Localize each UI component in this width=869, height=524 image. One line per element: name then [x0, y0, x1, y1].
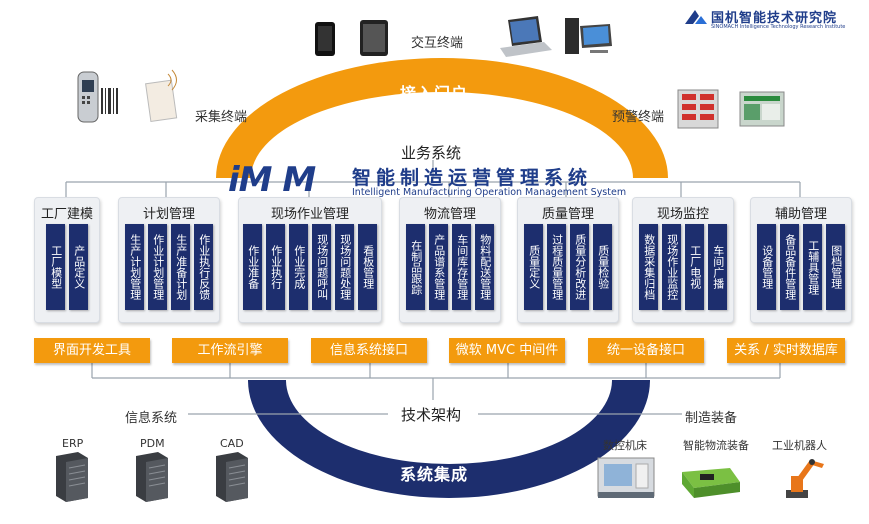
handheld-scanner-icon [77, 71, 99, 123]
label-interactive-terminal: 交互终端 [411, 36, 464, 51]
info-systems-label: 信息系统 [125, 411, 178, 426]
server-icon [216, 452, 248, 502]
submodule: 现场问题处理 [335, 224, 354, 310]
device-icons [77, 16, 785, 129]
tool-info-system-interface: 信息系统接口 [311, 338, 427, 363]
tool-mvc-middleware: 微软 MVC 中间件 [449, 338, 565, 363]
module-title: 现场作业管理 [270, 207, 349, 222]
submodule: 数据采集归档 [639, 224, 658, 310]
submodule: 作业执行反馈 [194, 224, 213, 310]
tablet-icon [360, 20, 388, 56]
cnc-machine-icon [597, 457, 655, 498]
brand-name-en: SINOMACH Intelligence Technology Researc… [711, 24, 846, 30]
submodule: 质量定义 [524, 224, 543, 310]
module-planning: 计划管理 生产计划管理 作业计划管理 生产准备计划 作业执行反馈 [118, 197, 220, 323]
product-name-en: Intelligent Manufacturing Operation Mana… [352, 187, 627, 198]
monitor-screen-icon [739, 91, 785, 127]
module-connector-lines [65, 160, 801, 415]
module-auxiliary: 辅助管理 设备管理 备品备件管理 工辅具管理 图档管理 [750, 197, 852, 323]
submodule: 质量检验 [593, 224, 612, 310]
submodule: 在制品跟踪 [406, 224, 425, 310]
product-name-cn: 智能制造运营管理系统 [352, 167, 593, 189]
laptop-icon [500, 16, 552, 57]
system-integration-label: 系统集成 [400, 465, 469, 484]
submodule: 产品谱系管理 [429, 224, 448, 310]
module-title: 辅助管理 [774, 207, 827, 222]
server-icon [136, 452, 168, 502]
submodule: 设备管理 [757, 224, 776, 310]
submodule: 备品备件管理 [780, 224, 799, 310]
submodule: 产品定义 [69, 224, 88, 310]
industrial-robot-icon [786, 459, 824, 498]
pdm-label: PDM [140, 437, 165, 450]
submodule: 作业准备 [243, 224, 262, 310]
submodule: 生产准备计划 [171, 224, 190, 310]
business-system-label: 业务系统 [401, 144, 462, 162]
submodule: 生产计划管理 [125, 224, 144, 310]
module-title: 物流管理 [423, 207, 476, 222]
submodule: 图档管理 [826, 224, 845, 310]
cnc-machine-label: 数控机床 [603, 439, 647, 452]
submodule: 质量分析改进 [570, 224, 589, 310]
submodule: 车间库存管理 [452, 224, 471, 310]
submodule: 物料配送管理 [475, 224, 494, 310]
submodule: 作业计划管理 [148, 224, 167, 310]
module-title: 现场监控 [656, 207, 709, 222]
led-display-board-icon [677, 89, 719, 129]
brand-mark-icon [685, 10, 707, 24]
label-warning-terminal: 预警终端 [612, 110, 665, 125]
module-title: 质量管理 [541, 207, 594, 222]
top-orange-arc [216, 58, 668, 178]
submodule: 工厂模型 [46, 224, 65, 310]
module-factory-modeling: 工厂建模 工厂模型 产品定义 [34, 197, 100, 323]
submodule: 车间广播 [708, 224, 727, 310]
submodule: 现场作业监控 [662, 224, 681, 310]
server-icon [56, 452, 88, 502]
erp-label: ERP [62, 437, 84, 450]
module-logistics: 物流管理 在制品跟踪 产品谱系管理 车间库存管理 物料配送管理 [399, 197, 501, 323]
barcode-icon [101, 88, 118, 114]
rfid-tag-icon [145, 69, 178, 123]
bottom-navy-arc [248, 380, 650, 498]
submodule: 现场问题呼叫 [312, 224, 331, 310]
label-collection-terminal: 采集终端 [195, 110, 248, 125]
submodule: 作业执行 [266, 224, 285, 310]
submodule: 作业完成 [289, 224, 308, 310]
submodule: 看板管理 [358, 224, 377, 310]
submodule: 过程质量管理 [547, 224, 566, 310]
server-icons [56, 452, 248, 502]
access-portal-label: 接入门户 [400, 84, 469, 103]
tool-ui-dev: 界面开发工具 [34, 338, 150, 363]
module-quality: 质量管理 质量定义 过程质量管理 质量分析改进 质量检验 [517, 197, 619, 323]
logistics-equipment-label: 智能物流装备 [683, 439, 749, 452]
desktop-computer-icon [565, 18, 612, 54]
module-title: 工厂建模 [40, 207, 93, 222]
module-onsite-operations: 现场作业管理 作业准备 作业执行 作业完成 现场问题呼叫 现场问题处理 看板管理 [238, 197, 382, 323]
agv-logistics-icon [682, 468, 740, 498]
submodule: 工厂电视 [685, 224, 704, 310]
tool-unified-device-interface: 统一设备接口 [588, 338, 704, 363]
tool-database: 关系 / 实时数据库 [727, 338, 845, 363]
cad-label: CAD [220, 437, 244, 450]
brand-name-cn: 国机智能技术研究院 [711, 11, 838, 26]
submodule: 工辅具管理 [803, 224, 822, 310]
module-title: 计划管理 [142, 207, 195, 222]
tool-workflow-engine: 工作流引擎 [172, 338, 288, 363]
industrial-robot-label: 工业机器人 [772, 439, 827, 452]
module-site-monitoring: 现场监控 数据采集归档 现场作业监控 工厂电视 车间广播 [632, 197, 734, 323]
phone-icon [315, 22, 335, 56]
tech-architecture-label: 技术架构 [401, 406, 462, 424]
manufacturing-equipment-label: 制造装备 [685, 411, 738, 426]
imom-logo: iM M [228, 160, 316, 200]
equipment-icons [597, 457, 824, 498]
